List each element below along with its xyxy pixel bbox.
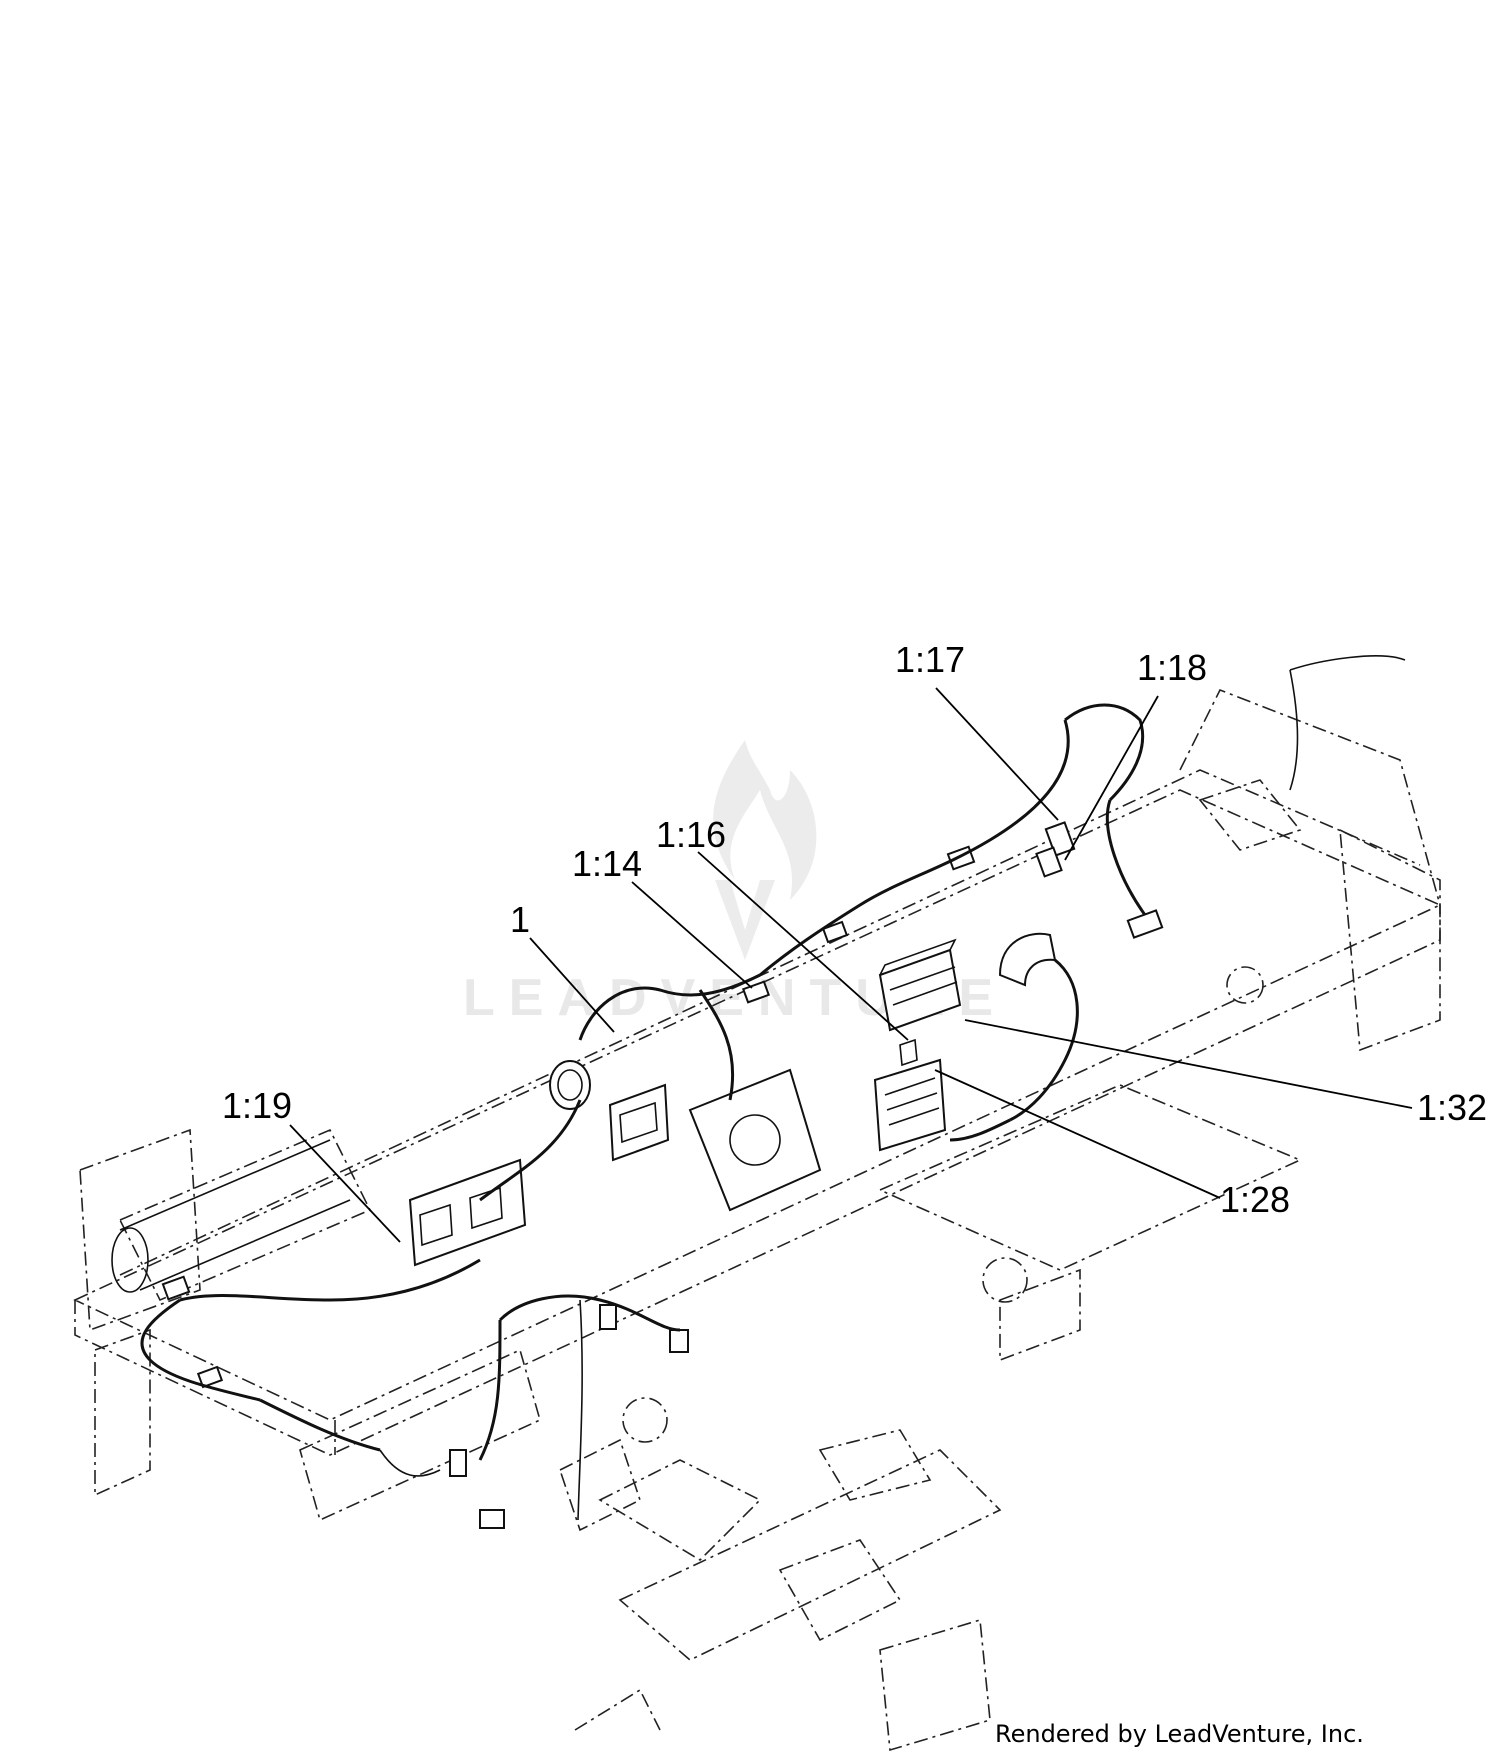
callout-1-32: 1:32 bbox=[1417, 1087, 1487, 1128]
callout-1-16: 1:16 bbox=[656, 814, 726, 855]
callout-1: 1 bbox=[510, 899, 530, 940]
callout-1-19: 1:19 bbox=[222, 1085, 292, 1126]
chassis-frame bbox=[73, 688, 1442, 1752]
rendered-by-credit: Rendered by LeadVenture, Inc. bbox=[995, 1720, 1364, 1748]
callout-1-28: 1:28 bbox=[1220, 1179, 1290, 1220]
components bbox=[111, 821, 1164, 1529]
callout-labels: 1:17 1:18 1:16 1:14 1 1:19 1:32 1:28 bbox=[222, 639, 1487, 1220]
watermark-logo-icon bbox=[713, 740, 817, 960]
callout-1-17: 1:17 bbox=[895, 639, 965, 680]
callout-1-18: 1:18 bbox=[1137, 647, 1207, 688]
leader-lines bbox=[289, 687, 1413, 1243]
wire-harness bbox=[140, 655, 1406, 1521]
callout-1-14: 1:14 bbox=[572, 843, 642, 884]
